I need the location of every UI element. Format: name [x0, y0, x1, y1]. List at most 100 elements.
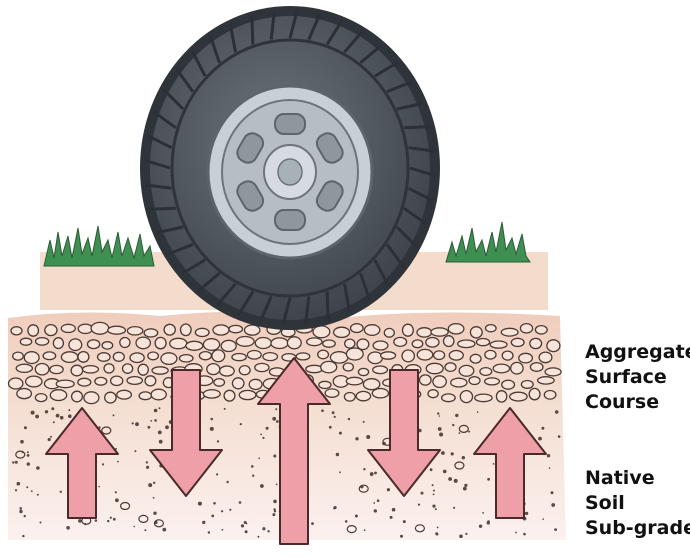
soil-speck [366, 435, 370, 439]
aggregate-stone [78, 352, 89, 363]
soil-speck [355, 515, 358, 518]
soil-speck [538, 437, 542, 441]
soil-speck [60, 416, 64, 420]
aggregate-stone [538, 377, 555, 384]
aggregate-stone [136, 337, 150, 349]
soil-speck [260, 434, 262, 436]
soil-speck [113, 518, 116, 521]
aggregate-stone [16, 364, 32, 372]
aggregate-stone [236, 337, 254, 347]
aggregate-stone [358, 368, 368, 375]
soil-speck [387, 488, 390, 491]
soil-speck [148, 426, 151, 429]
soil-speck [273, 455, 276, 458]
grass-icon [44, 226, 154, 266]
soil-speck [454, 479, 458, 483]
grass-icon [446, 222, 530, 262]
aggregate-stone [433, 376, 446, 388]
label-line: Soil [585, 491, 690, 516]
aggregate-stone [108, 326, 126, 334]
aggregate-stone [220, 366, 235, 376]
aggregate-stone [323, 340, 336, 347]
soil-speck [154, 409, 158, 413]
aggregate-stone [307, 338, 322, 346]
aggregate-stone [426, 363, 443, 373]
soil-speck [66, 526, 70, 530]
soil-speck [31, 490, 33, 492]
aggregate-stone [213, 325, 229, 335]
aggregate-stone [255, 363, 269, 371]
aggregate-stone [247, 351, 261, 360]
soil-speck [273, 500, 277, 504]
aggregate-stone [229, 325, 243, 332]
soil-speck [27, 451, 29, 453]
aggregate-stone [263, 353, 278, 361]
aggregate-stone [351, 324, 364, 333]
soil-speck [198, 502, 202, 506]
aggregate-stone [45, 325, 57, 336]
soil-speck [479, 525, 482, 528]
aggregate-stone [164, 324, 175, 335]
soil-speck [373, 502, 375, 504]
aggregate-stone [170, 338, 187, 348]
soil-speck [134, 526, 136, 528]
soil-speck [435, 508, 437, 510]
soil-speck [463, 487, 467, 491]
soil-speck [15, 461, 18, 464]
aggregate-stone [104, 364, 114, 373]
soil-speck [221, 510, 223, 512]
soil-speck [267, 530, 269, 532]
soil-speck [275, 408, 277, 410]
soil-speck [251, 465, 254, 468]
soil-speck [148, 483, 152, 487]
aggregate-stone [127, 327, 142, 335]
soil-speck [50, 436, 52, 438]
aggregate-stone [186, 341, 203, 350]
soil-speck [430, 468, 433, 471]
aggregate-stone [469, 377, 480, 385]
soil-speck [150, 420, 152, 422]
aggregate-stone [138, 364, 148, 375]
aggregate-stone [17, 389, 32, 399]
soil-speck [339, 432, 342, 435]
soil-speck [60, 491, 62, 493]
aggregate-stone [35, 394, 46, 402]
aggregate-stone [490, 341, 507, 348]
aggregate-stone [203, 390, 220, 398]
aggregate-stone [271, 338, 288, 349]
aggregate-stone [520, 324, 532, 333]
soil-speck [515, 532, 517, 534]
soil-speck [35, 415, 39, 419]
soil-speck [448, 477, 452, 481]
soil-speck [158, 431, 162, 435]
rim-slot [275, 210, 305, 230]
aggregate-stone [485, 378, 500, 385]
aggregate-stone [510, 392, 527, 401]
aggregate-stone [480, 368, 492, 376]
aggregate-stone [346, 377, 362, 385]
soil-speck [355, 437, 358, 440]
soil-speck [208, 531, 210, 533]
soil-speck [273, 508, 275, 510]
aggregate-stone [417, 328, 432, 337]
soil-speck [210, 427, 214, 431]
aggregate-stone [402, 350, 414, 362]
soil-speck [439, 415, 441, 417]
soil-speck [226, 481, 228, 483]
aggregate-stone [127, 377, 142, 385]
aggregate-stone [195, 328, 209, 336]
soil-speck [333, 507, 335, 509]
aggregate-stone [91, 322, 109, 334]
soil-speck [523, 533, 526, 536]
aggregate-stone [239, 366, 250, 375]
soil-speck [272, 513, 275, 516]
soil-speck [51, 407, 54, 410]
soil-speck [336, 453, 339, 456]
soil-speck [27, 462, 30, 465]
tire-tread [252, 16, 253, 45]
soil-speck [224, 408, 226, 410]
soil-speck [213, 502, 216, 505]
aggregate-stone [139, 392, 151, 400]
aggregate-stone [161, 353, 177, 365]
soil-speck [364, 529, 366, 531]
